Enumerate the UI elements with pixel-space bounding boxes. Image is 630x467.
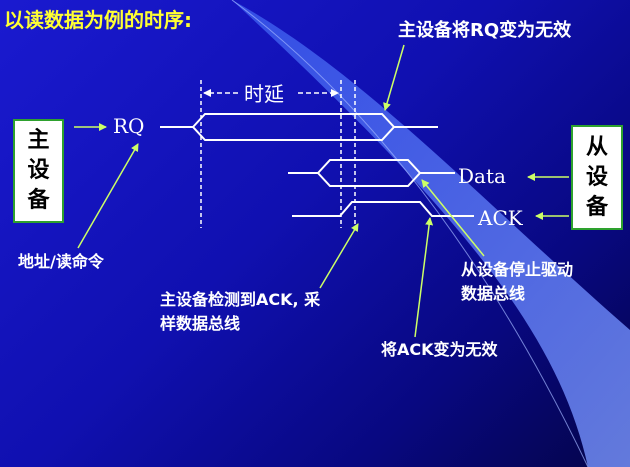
- delay-label: 时延: [244, 82, 284, 106]
- note-master-detect-ack: 主设备检测到ACK, 采 样数据总线: [160, 288, 320, 336]
- rq-waveform: [160, 113, 438, 141]
- note-slave-stop-driving: 从设备停止驱动 数据总线: [461, 258, 573, 306]
- signal-label-rq: RQ: [113, 114, 145, 138]
- slave-box-char-1: 从: [585, 134, 608, 160]
- note-address-read-command: 地址/读命令: [18, 252, 104, 271]
- addr-cmd-arrow: [77, 143, 139, 249]
- note-ack-invalid: 将ACK变为无效: [381, 340, 498, 359]
- ack-invalid-arrow: [414, 217, 434, 338]
- decorative-beam-edge: [231, 0, 589, 467]
- master-device-box: 主 设 备: [13, 119, 64, 223]
- ack-waveform: [292, 201, 474, 217]
- page-title: 以读数据为例的时序:: [4, 8, 192, 32]
- signal-label-data: Data: [458, 164, 506, 188]
- master-detect-arrow: [319, 223, 359, 289]
- note-master-detect-line1: 主设备检测到ACK, 采: [160, 290, 321, 309]
- master-box-char-3: 备: [27, 188, 50, 213]
- annotation-arrows: [74, 44, 569, 338]
- note-slave-stop-line2: 数据总线: [461, 284, 526, 303]
- slave-stop-arrow: [421, 179, 485, 257]
- slave-box-char-3: 备: [585, 194, 608, 220]
- master-box-char-2: 设: [27, 158, 50, 183]
- note-rq-invalid: 主设备将RQ变为无效: [398, 20, 572, 41]
- delay-markers: [200, 80, 356, 228]
- rq-invalid-arrow: [383, 44, 405, 111]
- note-master-detect-line2: 样数据总线: [160, 314, 241, 333]
- data-waveform: [288, 159, 455, 187]
- slave-box-char-2: 设: [585, 164, 608, 190]
- note-slave-stop-line1: 从设备停止驱动: [461, 260, 574, 279]
- master-box-char-1: 主: [27, 128, 50, 153]
- signal-label-ack: ACK: [478, 206, 523, 230]
- slave-device-box: 从 设 备: [571, 125, 623, 230]
- decorative-beam: [232, 0, 630, 467]
